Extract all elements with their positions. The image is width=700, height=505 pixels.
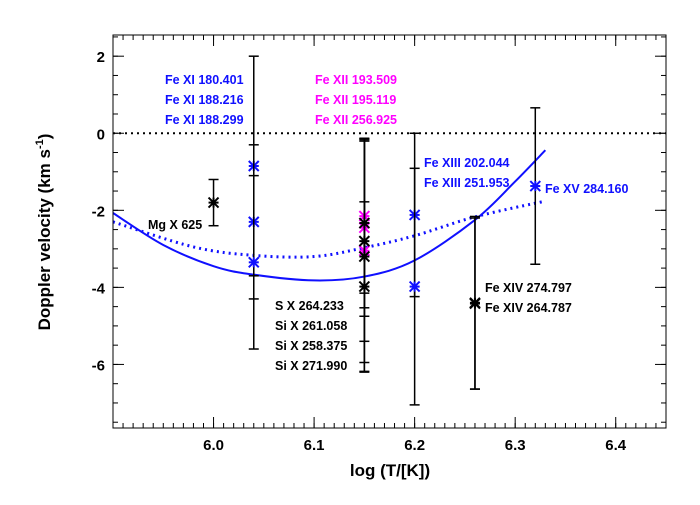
y-tick-label: 2	[97, 49, 105, 66]
line-label: Mg X 625	[148, 218, 202, 232]
y-axis-label-main: Doppler velocity (km s	[35, 149, 54, 330]
plot-frame	[112, 34, 667, 429]
line-label: Si X 261.058	[275, 319, 347, 333]
line-label: Fe XII 195.119	[315, 93, 396, 107]
x-tick-label: 6.3	[505, 437, 526, 454]
x-tick-label: 6.0	[203, 437, 224, 454]
data-point	[248, 174, 260, 350]
line-label: Fe XI 188.216	[165, 93, 244, 107]
data-point	[408, 167, 421, 406]
x-tick-label: 6.4	[605, 437, 627, 454]
line-label: Fe XIV 274.797	[485, 281, 572, 295]
y-tick-label: -4	[92, 280, 106, 297]
line-label: Si X 271.990	[275, 359, 347, 373]
y-tick-label: -2	[92, 203, 105, 220]
solid-fit-curve	[112, 149, 547, 282]
data-points	[207, 55, 541, 406]
asterisk-marker	[529, 180, 541, 192]
line-label: Fe XV 284.160	[545, 182, 628, 196]
line-label: Fe XIV 264.787	[485, 301, 572, 315]
data-point	[529, 107, 541, 265]
asterisk-marker	[248, 256, 260, 269]
line-label: Fe XI 180.401	[165, 73, 244, 87]
asterisk-marker	[358, 280, 371, 293]
line-label: Fe XIII 251.953	[424, 176, 510, 190]
line-label: Fe XI 188.299	[165, 113, 244, 127]
y-axis-label-exponent: -1	[34, 139, 46, 149]
x-tick-label: 6.2	[404, 437, 425, 454]
asterisk-marker	[207, 196, 220, 209]
line-label: Fe XIII 202.044	[424, 156, 510, 170]
y-tick-label: -6	[92, 357, 105, 374]
data-point	[358, 201, 371, 373]
asterisk-marker	[469, 297, 481, 310]
line-label: S X 264.233	[275, 299, 344, 313]
data-point	[469, 217, 481, 390]
axes: 6.0 6.1 6.2 6.3 6.4 -6 -4 -2 0 2	[92, 34, 667, 454]
line-label: Fe XII 193.509	[315, 73, 397, 87]
x-axis-label: log (T/[K])	[350, 461, 430, 480]
line-label: Fe XII 256.925	[315, 113, 397, 127]
asterisk-marker	[408, 280, 421, 293]
y-axis-label: Doppler velocity (km s-1)	[34, 134, 54, 331]
x-tick-label: 6.1	[304, 437, 325, 454]
y-tick-label: 0	[97, 126, 105, 143]
data-point	[207, 178, 220, 227]
fit-curves	[112, 149, 547, 282]
dotted-fit-curve	[112, 199, 546, 259]
y-axis-label-end: )	[35, 134, 54, 140]
line-label: Si X 258.375	[275, 339, 347, 353]
